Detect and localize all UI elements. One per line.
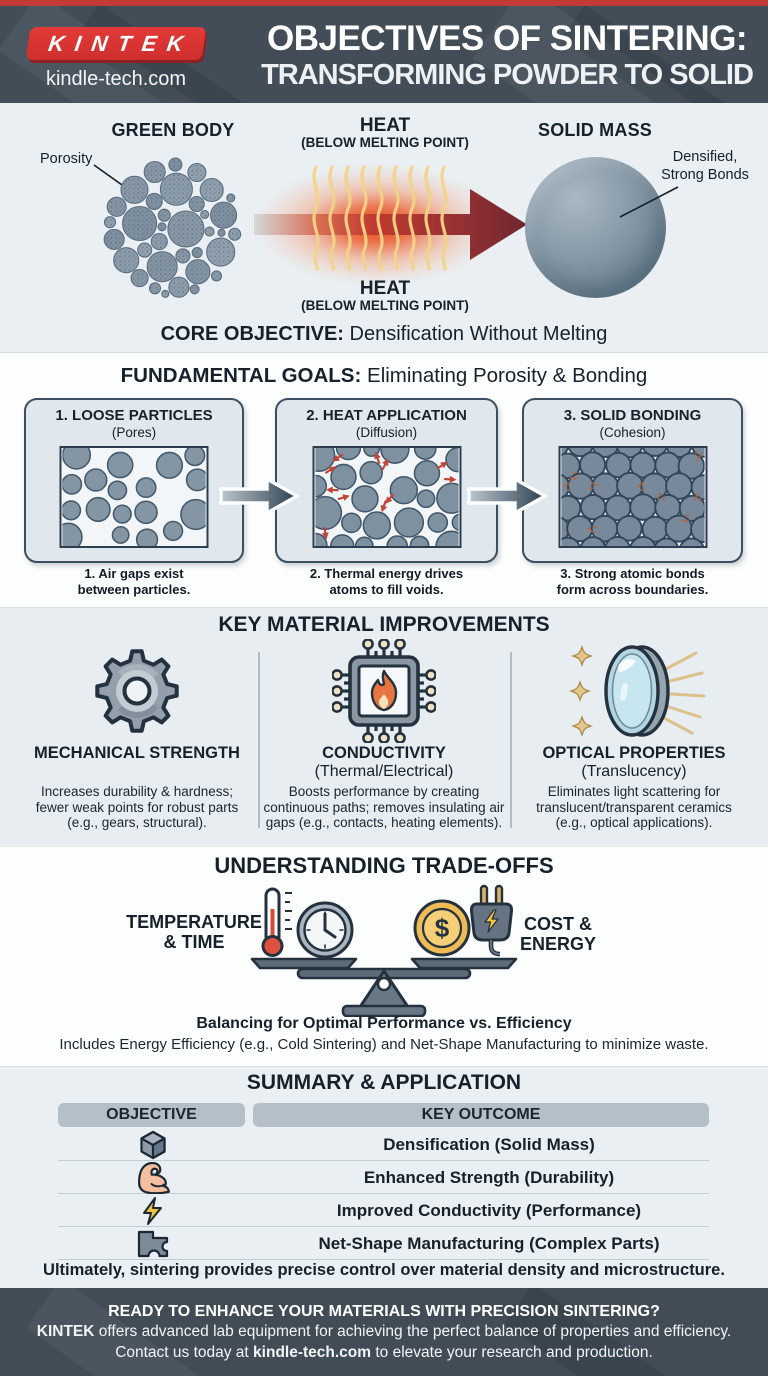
footer-headline: READY TO ENHANCE YOUR MATERIALS WITH PRE… bbox=[108, 1303, 660, 1320]
summary-outcome: Improved Conductivity (Performance) bbox=[336, 1201, 642, 1220]
heat-label-top: HEAT bbox=[359, 115, 411, 136]
improvement-title: MECHANICAL STRENGTH bbox=[34, 744, 240, 762]
kintek-logo-text: KINTEK bbox=[46, 30, 196, 56]
lens-icon bbox=[509, 641, 759, 741]
header-banner: KINTEK kindle-tech.com OBJECTIVES OF SIN… bbox=[0, 6, 768, 103]
densified-pointer-line bbox=[619, 186, 679, 218]
summary-footnote: Ultimately, sintering provides precise c… bbox=[43, 1261, 725, 1279]
summary-row-strength: Enhanced Strength (Durability) bbox=[58, 1161, 709, 1194]
gear-icon bbox=[12, 641, 262, 741]
green-body-label: GREEN BODY bbox=[111, 120, 235, 140]
goals-section: FUNDAMENTAL GOALS: Eliminating Porosity … bbox=[0, 353, 768, 607]
cost-energy-label: COST & ENERGY bbox=[519, 914, 597, 954]
plug-icon bbox=[469, 884, 514, 957]
top-accent-bar bbox=[0, 0, 768, 6]
improvement-mechanical: MECHANICAL STRENGTH Increases durability… bbox=[12, 641, 262, 831]
tradeoffs-note: Includes Energy Efficiency (e.g., Cold S… bbox=[59, 1036, 709, 1053]
footer-banner: READY TO ENHANCE YOUR MATERIALS WITH PRE… bbox=[0, 1288, 768, 1376]
goal-step-title: 3. SOLID BONDING bbox=[563, 407, 702, 424]
tradeoffs-section: UNDERSTANDING TRADE-OFFS TEMPERATURE & T… bbox=[0, 847, 768, 1066]
improvement-subtitle bbox=[12, 763, 262, 781]
objective-column-header: OBJECTIVE bbox=[58, 1103, 245, 1127]
step-arrow-1 bbox=[219, 476, 301, 516]
temperature-time-label: TEMPERATURE & TIME bbox=[126, 912, 262, 952]
step-arrow-2 bbox=[467, 476, 549, 516]
improvement-description: Eliminates light scattering for transluc… bbox=[536, 784, 732, 830]
summary-section: SUMMARY & APPLICATION OBJECTIVE KEY OUTC… bbox=[0, 1066, 768, 1288]
svg-text:$: $ bbox=[435, 913, 450, 943]
goal-step-panel-3: 3. SOLID BONDING (Cohesion) bbox=[522, 398, 743, 563]
goal-step-subtitle: (Pores) bbox=[111, 425, 157, 440]
goal-step-panel-2: 2. HEAT APPLICATION (Diffusion) bbox=[275, 398, 498, 563]
footer-site-link[interactable]: kindle-tech.com bbox=[253, 1344, 372, 1361]
balance-scale: $ bbox=[250, 884, 518, 1017]
goal-step-subtitle: (Diffusion) bbox=[355, 425, 418, 440]
thermometer-icon bbox=[261, 887, 292, 957]
bicep-icon bbox=[93, 1161, 213, 1194]
page-subtitle: TRANSFORMING POWDER TO SOLID bbox=[261, 59, 754, 91]
chip-flame-icon bbox=[259, 639, 509, 743]
improvement-description: Boosts performance by creating continuou… bbox=[263, 784, 505, 830]
green-body-particles bbox=[103, 157, 242, 298]
improvement-subtitle: (Thermal/Electrical) bbox=[314, 763, 454, 780]
summary-row-densification: Densification (Solid Mass) bbox=[58, 1128, 709, 1161]
process-section: GREEN BODY Porosity HEAT (BELOW MELTING … bbox=[0, 103, 768, 353]
outcome-column-header: KEY OUTCOME bbox=[253, 1103, 709, 1127]
improvements-heading: KEY MATERIAL IMPROVEMENTS bbox=[218, 613, 550, 636]
summary-heading: SUMMARY & APPLICATION bbox=[246, 1071, 522, 1094]
tradeoffs-heading: UNDERSTANDING TRADE-OFFS bbox=[214, 853, 554, 878]
summary-outcome: Net-Shape Manufacturing (Complex Parts) bbox=[318, 1234, 660, 1253]
densified-label: Densified, Strong Bonds bbox=[661, 149, 749, 183]
porosity-label: Porosity bbox=[40, 151, 93, 167]
improvement-title: OPTICAL PROPERTIES bbox=[542, 744, 726, 762]
improvement-title: CONDUCTIVITY bbox=[322, 744, 446, 762]
goal-step-title: 2. HEAT APPLICATION bbox=[306, 407, 467, 424]
goal-step-panel-1: 1. LOOSE PARTICLES (Pores) bbox=[24, 398, 244, 563]
goal-step-title: 1. LOOSE PARTICLES bbox=[55, 407, 213, 424]
page-title: OBJECTIVES OF SINTERING: bbox=[267, 19, 748, 58]
goals-heading: FUNDAMENTAL GOALS: Eliminating Porosity … bbox=[120, 364, 648, 387]
goal-step-caption: 1. Air gaps exist between particles. bbox=[77, 566, 191, 597]
kintek-logo: KINTEK bbox=[25, 27, 207, 60]
improvement-conductivity: CONDUCTIVITY (Thermal/Electrical) Boosts… bbox=[259, 639, 509, 831]
goal-step-caption: 3. Strong atomic bonds form across bound… bbox=[556, 566, 709, 597]
machined-part-icon bbox=[93, 1227, 213, 1260]
solid-bonding-illustration bbox=[558, 446, 707, 548]
lightning-icon bbox=[93, 1194, 213, 1227]
footer-text: KINTEK offers advanced lab equipment for… bbox=[36, 1323, 732, 1340]
improvement-optical: OPTICAL PROPERTIES (Translucency) Elimin… bbox=[509, 641, 759, 831]
loose-particles-illustration bbox=[59, 446, 209, 548]
heat-application-illustration bbox=[312, 446, 461, 548]
goal-step-subtitle: (Cohesion) bbox=[599, 425, 666, 440]
heat-sub-top: (BELOW MELTING POINT) bbox=[301, 135, 469, 150]
heat-label-bottom: HEAT bbox=[359, 278, 411, 299]
solid-mass-sphere bbox=[525, 157, 666, 298]
summary-outcome: Enhanced Strength (Durability) bbox=[363, 1168, 615, 1187]
cube-icon bbox=[93, 1128, 213, 1161]
tradeoffs-caption: Balancing for Optimal Performance vs. Ef… bbox=[196, 1015, 572, 1032]
column-divider bbox=[258, 652, 260, 828]
summary-row-netshape: Net-Shape Manufacturing (Complex Parts) bbox=[58, 1227, 709, 1260]
summary-outcome: Densification (Solid Mass) bbox=[383, 1135, 595, 1154]
heat-sub-bottom: (BELOW MELTING POINT) bbox=[301, 298, 469, 313]
clock-icon bbox=[296, 901, 354, 959]
core-objective: CORE OBJECTIVE: Densification Without Me… bbox=[0, 323, 768, 346]
summary-row-conductivity: Improved Conductivity (Performance) bbox=[58, 1194, 709, 1227]
goal-step-caption: 2. Thermal energy drives atoms to fill v… bbox=[309, 566, 464, 597]
core-objective-label: CORE OBJECTIVE: bbox=[160, 323, 344, 345]
improvements-section: KEY MATERIAL IMPROVEMENTS MECHANICAL STR… bbox=[0, 607, 768, 847]
column-divider bbox=[510, 652, 512, 828]
dollar-coin-icon: $ bbox=[413, 899, 471, 957]
website-url[interactable]: kindle-tech.com bbox=[45, 68, 187, 90]
improvement-subtitle: (Translucency) bbox=[581, 763, 687, 780]
core-objective-text: Densification Without Melting bbox=[349, 323, 608, 345]
solid-mass-label: SOLID MASS bbox=[537, 120, 652, 140]
heat-arrow bbox=[252, 163, 527, 287]
footer-contact: Contact us today at kindle-tech.com to e… bbox=[115, 1344, 653, 1361]
improvement-description: Increases durability & hardness; fewer w… bbox=[35, 784, 239, 830]
